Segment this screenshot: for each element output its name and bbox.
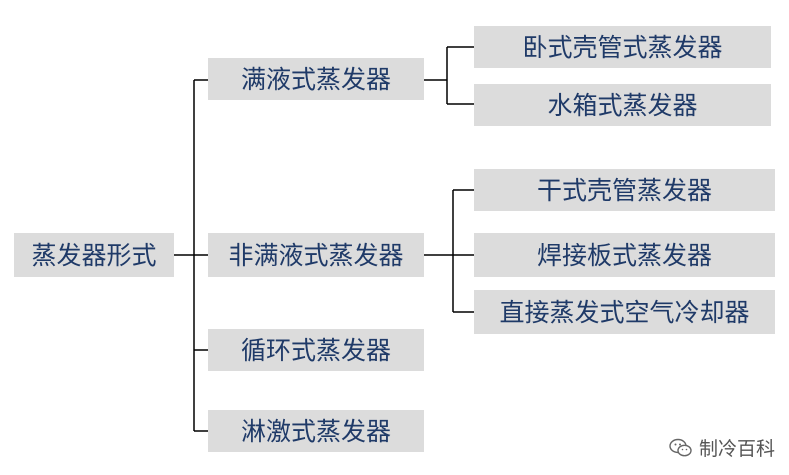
branch-non-flooded-evaporator: 非满液式蒸发器 <box>208 233 424 277</box>
watermark: 制冷百科 <box>669 434 775 461</box>
root-node: 蒸发器形式 <box>14 233 174 277</box>
branch-circulation-evaporator: 循环式蒸发器 <box>208 329 424 371</box>
leaf-water-tank-evaporator: 水箱式蒸发器 <box>474 84 771 126</box>
wechat-icon <box>669 438 692 456</box>
leaf-dry-shell-tube-evaporator: 干式壳管蒸发器 <box>474 169 775 211</box>
leaf-brazed-plate-evaporator: 焊接板式蒸发器 <box>474 233 775 277</box>
branch-spray-evaporator: 淋激式蒸发器 <box>208 410 424 452</box>
leaf-horizontal-shell-tube-evaporator: 卧式壳管式蒸发器 <box>474 26 771 68</box>
branch-flooded-evaporator: 满液式蒸发器 <box>208 58 424 100</box>
watermark-text: 制冷百科 <box>698 438 775 460</box>
leaf-direct-expansion-air-cooler: 直接蒸发式空气冷却器 <box>474 290 775 334</box>
